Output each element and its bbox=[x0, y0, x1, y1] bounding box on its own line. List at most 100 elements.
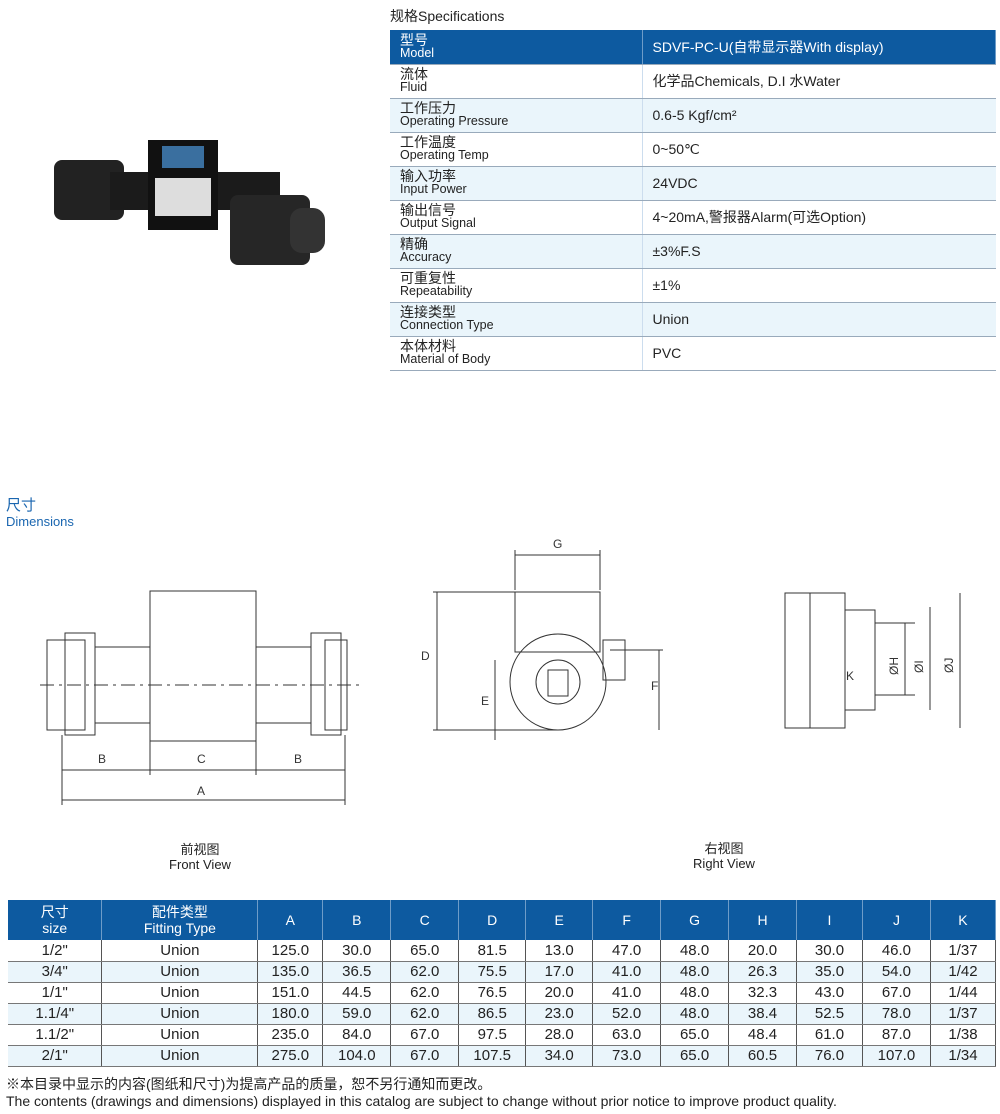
column-header: K bbox=[930, 900, 997, 940]
dim-label-b-right: B bbox=[294, 752, 302, 766]
spec-key-cn: 精确 bbox=[400, 236, 428, 252]
spec-key-en: Output Signal bbox=[400, 216, 476, 230]
table-cell: 275.0 bbox=[257, 1045, 324, 1067]
table-cell: 3/4" bbox=[8, 961, 103, 983]
spec-key-en: Accuracy bbox=[400, 250, 452, 264]
section-view-drawing: K ØH ØI ØJ bbox=[784, 592, 961, 729]
spec-key-cn: 流体 bbox=[400, 66, 428, 82]
section-label-j: ØJ bbox=[942, 658, 956, 673]
table-cell: Union bbox=[101, 1024, 259, 1046]
spec-value: 0.6-5 Kgf/cm² bbox=[642, 98, 996, 133]
table-cell: 38.4 bbox=[728, 1003, 797, 1025]
table-cell: 135.0 bbox=[257, 961, 324, 983]
section-label-i: ØI bbox=[912, 660, 926, 673]
spec-key-cn: 输出信号 bbox=[400, 202, 456, 218]
spec-key-en: Model bbox=[400, 45, 435, 60]
dim-label-f: F bbox=[651, 679, 658, 693]
table-cell: 62.0 bbox=[390, 961, 460, 983]
spec-key-cn: 连接类型 bbox=[400, 304, 456, 320]
front-view-caption: 前视图 Front View bbox=[130, 842, 270, 872]
table-cell: 65.0 bbox=[390, 940, 460, 962]
table-cell: 52.0 bbox=[592, 1003, 662, 1025]
table-cell: 87.0 bbox=[862, 1024, 931, 1046]
table-cell: 48.0 bbox=[660, 961, 730, 983]
table-cell: 75.5 bbox=[458, 961, 527, 983]
table-cell: 104.0 bbox=[322, 1045, 392, 1067]
table-cell: 48.0 bbox=[660, 1003, 730, 1025]
front-view-cn: 前视图 bbox=[180, 842, 220, 857]
table-cell: 63.0 bbox=[592, 1024, 662, 1046]
section-label-h: ØH bbox=[887, 657, 901, 675]
note-cn: ※本目录中显示的内容(图纸和尺寸)为提高产品的质量，恕不另行通知而更改。 bbox=[6, 1076, 492, 1092]
spec-value: 0~50℃ bbox=[642, 132, 996, 167]
header-en: Fitting Type bbox=[143, 920, 216, 936]
table-cell: 125.0 bbox=[257, 940, 324, 962]
dim-label-d: D bbox=[421, 649, 430, 663]
spec-title: 规格Specifications bbox=[390, 8, 505, 24]
table-cell: 13.0 bbox=[525, 940, 594, 962]
table-cell: 76.5 bbox=[458, 982, 527, 1004]
table-cell: 54.0 bbox=[862, 961, 931, 983]
table-cell: 67.0 bbox=[390, 1024, 460, 1046]
table-cell: 1.1/4" bbox=[8, 1003, 103, 1025]
section-label-k: K bbox=[846, 669, 854, 683]
header-cn: 尺寸 bbox=[40, 904, 69, 920]
table-cell: 1.1/2" bbox=[8, 1024, 103, 1046]
right-view-en: Right View bbox=[693, 856, 755, 871]
table-cell: 62.0 bbox=[390, 1003, 460, 1025]
table-cell: 34.0 bbox=[525, 1045, 594, 1067]
table-cell: 107.0 bbox=[862, 1045, 931, 1067]
table-cell: 60.5 bbox=[728, 1045, 797, 1067]
right-view-caption: 右视图 Right View bbox=[654, 841, 794, 871]
spec-key-cn: 本体材料 bbox=[400, 338, 456, 354]
table-cell: 52.5 bbox=[796, 1003, 863, 1025]
spec-key-en: Material of Body bbox=[400, 352, 491, 366]
table-cell: 1/34 bbox=[930, 1045, 997, 1067]
table-cell: 1/37 bbox=[930, 940, 997, 962]
header-cn: 配件类型 bbox=[151, 904, 208, 920]
spec-key-en: Connection Type bbox=[400, 318, 494, 332]
spec-key-en: Repeatability bbox=[400, 284, 473, 298]
column-header: H bbox=[728, 900, 797, 940]
table-cell: 43.0 bbox=[796, 982, 863, 1004]
table-cell: 67.0 bbox=[862, 982, 931, 1004]
table-cell: Union bbox=[101, 982, 259, 1004]
spec-value: Union bbox=[642, 302, 996, 337]
table-cell: 73.0 bbox=[592, 1045, 662, 1067]
column-header: I bbox=[796, 900, 863, 940]
table-cell: 30.0 bbox=[322, 940, 392, 962]
table-cell: 32.3 bbox=[728, 982, 797, 1004]
table-cell: 20.0 bbox=[525, 982, 594, 1004]
table-cell: 59.0 bbox=[322, 1003, 392, 1025]
front-view-en: Front View bbox=[169, 857, 231, 872]
table-cell: 1/44 bbox=[930, 982, 997, 1004]
column-header: B bbox=[322, 900, 392, 940]
table-cell: 44.5 bbox=[322, 982, 392, 1004]
table-cell: 48.0 bbox=[660, 982, 730, 1004]
table-cell: 1/42 bbox=[930, 961, 997, 983]
front-view-drawing: B C B A bbox=[40, 590, 360, 805]
table-cell: 20.0 bbox=[728, 940, 797, 962]
spec-key-cn: 工作温度 bbox=[400, 134, 456, 150]
table-cell: 97.5 bbox=[458, 1024, 527, 1046]
table-cell: 1/2" bbox=[8, 940, 103, 962]
table-cell: 81.5 bbox=[458, 940, 527, 962]
column-header: D bbox=[458, 900, 527, 940]
table-cell: 62.0 bbox=[390, 982, 460, 1004]
column-header: C bbox=[390, 900, 460, 940]
spec-key-en: Input Power bbox=[400, 182, 467, 196]
spec-key-en: Operating Pressure bbox=[400, 114, 509, 128]
spec-value: SDVF-PC-U(自带显示器With display) bbox=[642, 30, 996, 65]
table-cell: 41.0 bbox=[592, 961, 662, 983]
table-cell: 23.0 bbox=[525, 1003, 594, 1025]
spec-key-cn: 型号 bbox=[400, 31, 428, 48]
